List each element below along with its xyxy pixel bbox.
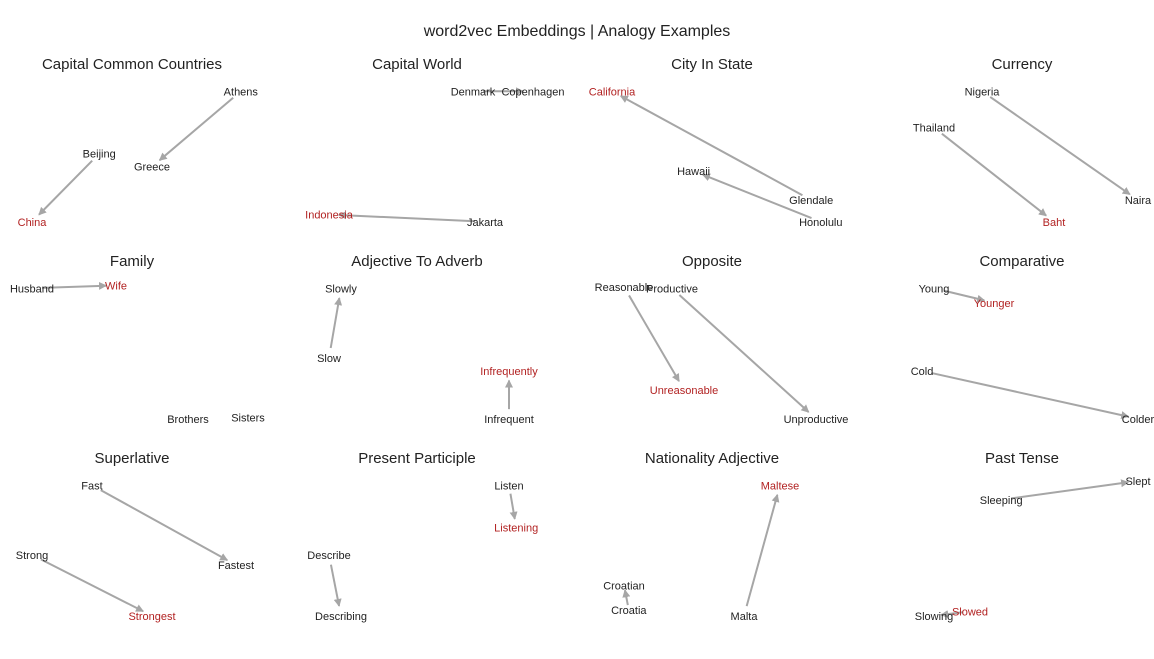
word-label-greece: Greece bbox=[134, 162, 170, 174]
analogy-arrow bbox=[628, 294, 680, 382]
analogy-arrow bbox=[989, 96, 1131, 196]
word-label-colder: Colder bbox=[1122, 414, 1154, 426]
word-label-describe: Describe bbox=[307, 550, 350, 562]
panel-title: Capital World bbox=[372, 56, 462, 73]
word-label-slow: Slow bbox=[317, 353, 341, 365]
word-label-slowed: Slowed bbox=[952, 606, 988, 618]
panel-title: Present Participle bbox=[358, 450, 476, 467]
word-label-describing: Describing bbox=[315, 611, 367, 623]
word-label-slowly: Slowly bbox=[325, 283, 357, 295]
word-label-athens: Athens bbox=[224, 86, 259, 98]
word-label-glendale: Glendale bbox=[789, 195, 833, 207]
analogy-arrow bbox=[1010, 479, 1130, 500]
analogy-arrow bbox=[40, 558, 144, 613]
panel-present-participle: Present ParticipleListenListeningDescrib… bbox=[307, 450, 538, 623]
word-label-thailand: Thailand bbox=[913, 123, 955, 135]
word-label-baht: Baht bbox=[1043, 217, 1066, 229]
word-label-husband: Husband bbox=[10, 283, 54, 295]
word-label-california: California bbox=[589, 86, 636, 98]
analogy-arrow bbox=[41, 281, 108, 290]
word-label-fastest: Fastest bbox=[218, 560, 254, 572]
word-label-naira: Naira bbox=[1125, 195, 1152, 207]
analogy-arrow bbox=[337, 211, 476, 223]
word-label-denmark: Denmark bbox=[451, 86, 496, 98]
panel-title: Comparative bbox=[979, 253, 1064, 270]
analogy-arrow bbox=[941, 132, 1047, 217]
word-label-maltese: Maltese bbox=[761, 480, 800, 492]
panel-opposite: OppositeReasonableProductiveUnreasonable… bbox=[595, 253, 849, 426]
word-label-croatian: Croatian bbox=[603, 580, 645, 592]
word-label-listening: Listening bbox=[494, 522, 538, 534]
word-label-malta: Malta bbox=[731, 611, 759, 623]
word-label-beijing: Beijing bbox=[83, 149, 116, 161]
word-label-infrequent: Infrequent bbox=[484, 414, 534, 426]
word-label-fast: Fast bbox=[81, 480, 102, 492]
word-label-honolulu: Honolulu bbox=[799, 217, 842, 229]
word-label-sleeping: Sleeping bbox=[980, 495, 1023, 507]
analogy-arrow bbox=[329, 297, 343, 349]
word-label-hawaii: Hawaii bbox=[677, 166, 710, 178]
analogy-arrow bbox=[158, 96, 234, 161]
word-label-reasonable: Reasonable bbox=[595, 282, 654, 294]
word-label-young: Young bbox=[919, 283, 950, 295]
word-label-nigeria: Nigeria bbox=[965, 86, 1001, 98]
word-label-copenhagen: Copenhagen bbox=[501, 86, 564, 98]
analogy-arrow bbox=[745, 493, 780, 607]
analogy-arrow bbox=[701, 173, 812, 219]
word-label-listen: Listen bbox=[494, 480, 523, 492]
panel-title: Opposite bbox=[682, 253, 742, 270]
word-label-sisters: Sisters bbox=[231, 412, 265, 424]
word-label-wife: Wife bbox=[105, 280, 127, 292]
analogy-arrow bbox=[940, 610, 963, 619]
panel-title: Adjective To Adverb bbox=[351, 253, 482, 270]
analogy-arrow bbox=[619, 95, 803, 197]
chart-title: word2vec Embeddings | Analogy Examples bbox=[423, 23, 731, 40]
word-label-unreasonable: Unreasonable bbox=[650, 385, 719, 397]
word-label-younger: Younger bbox=[974, 298, 1015, 310]
word-label-china: China bbox=[18, 217, 48, 229]
panel-title: City In State bbox=[671, 56, 753, 73]
analogy-arrow bbox=[943, 289, 986, 303]
analogy-arrow bbox=[100, 489, 229, 562]
panel-title: Nationality Adjective bbox=[645, 450, 779, 467]
analogy-arrow bbox=[329, 564, 342, 607]
panel-title: Currency bbox=[992, 56, 1053, 73]
analogy-arrow bbox=[622, 589, 631, 606]
analogy-arrow bbox=[38, 160, 93, 216]
word-label-jakarta: Jakarta bbox=[467, 217, 504, 229]
word-label-slowing: Slowing bbox=[915, 611, 954, 623]
word-label-croatia: Croatia bbox=[611, 605, 647, 617]
word-label-unproductive: Unproductive bbox=[784, 414, 849, 426]
word-label-productive: Productive bbox=[646, 283, 698, 295]
word-label-brothers: Brothers bbox=[167, 414, 209, 426]
word-label-slept: Slept bbox=[1125, 476, 1150, 488]
word-label-strong: Strong bbox=[16, 550, 48, 562]
analogy-arrow bbox=[678, 294, 810, 413]
word-label-infrequently: Infrequently bbox=[480, 366, 538, 378]
word-label-indonesia: Indonesia bbox=[305, 210, 354, 222]
analogy-arrow bbox=[931, 372, 1130, 419]
panel-title: Family bbox=[110, 253, 155, 270]
word-label-cold: Cold bbox=[911, 366, 934, 378]
panel-title: Capital Common Countries bbox=[42, 56, 222, 73]
analogy-arrow bbox=[509, 493, 518, 520]
panel-title: Superlative bbox=[94, 450, 169, 467]
panel-title: Past Tense bbox=[985, 450, 1059, 467]
word-label-strongest: Strongest bbox=[128, 611, 175, 623]
